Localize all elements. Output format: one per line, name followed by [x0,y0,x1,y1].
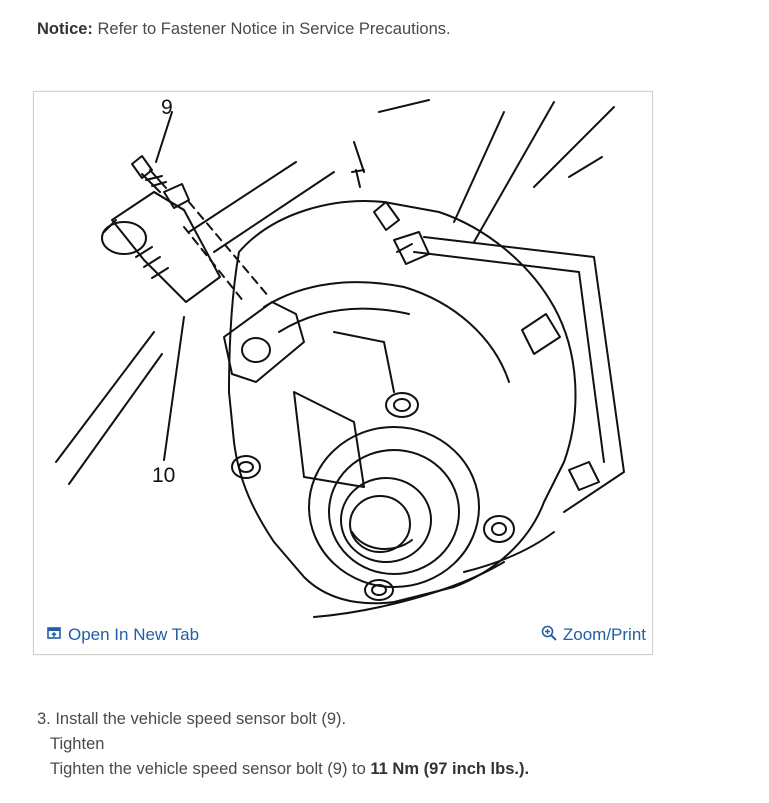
procedure-steps: 3. Install the vehicle speed sensor bolt… [37,707,529,782]
tighten-heading: Tighten [50,735,105,753]
open-new-tab-icon [46,627,62,643]
notice-label: Notice: [37,20,93,38]
tighten-text: Tighten the vehicle speed sensor bolt (9… [50,760,371,778]
torque-value: 11 Nm (97 inch lbs.). [370,760,530,778]
notice-text: Refer to Fastener Notice in Service Prec… [92,20,451,38]
speed-sensor-diagram: 9 10 [55,96,625,618]
callout-9: 9 [161,96,173,119]
open-in-new-tab-label: Open In New Tab [68,625,200,644]
figure-footer: Open In New Tab Zoom/Print [34,618,652,654]
figure-frame: 9 10 Open In New Tab Zoom/Print [33,91,653,655]
zoom-in-icon [541,625,557,643]
tighten-instruction: Tighten the vehicle speed sensor bolt (9… [37,757,529,782]
step-3: 3. Install the vehicle speed sensor bolt… [37,710,347,728]
zoom-print-label: Zoom/Print [562,625,646,644]
zoom-print-link[interactable]: Zoom/Print [541,625,646,645]
open-in-new-tab-link[interactable]: Open In New Tab [46,625,199,645]
notice-paragraph: Notice: Refer to Fastener Notice in Serv… [37,20,451,39]
callout-10: 10 [152,464,175,487]
